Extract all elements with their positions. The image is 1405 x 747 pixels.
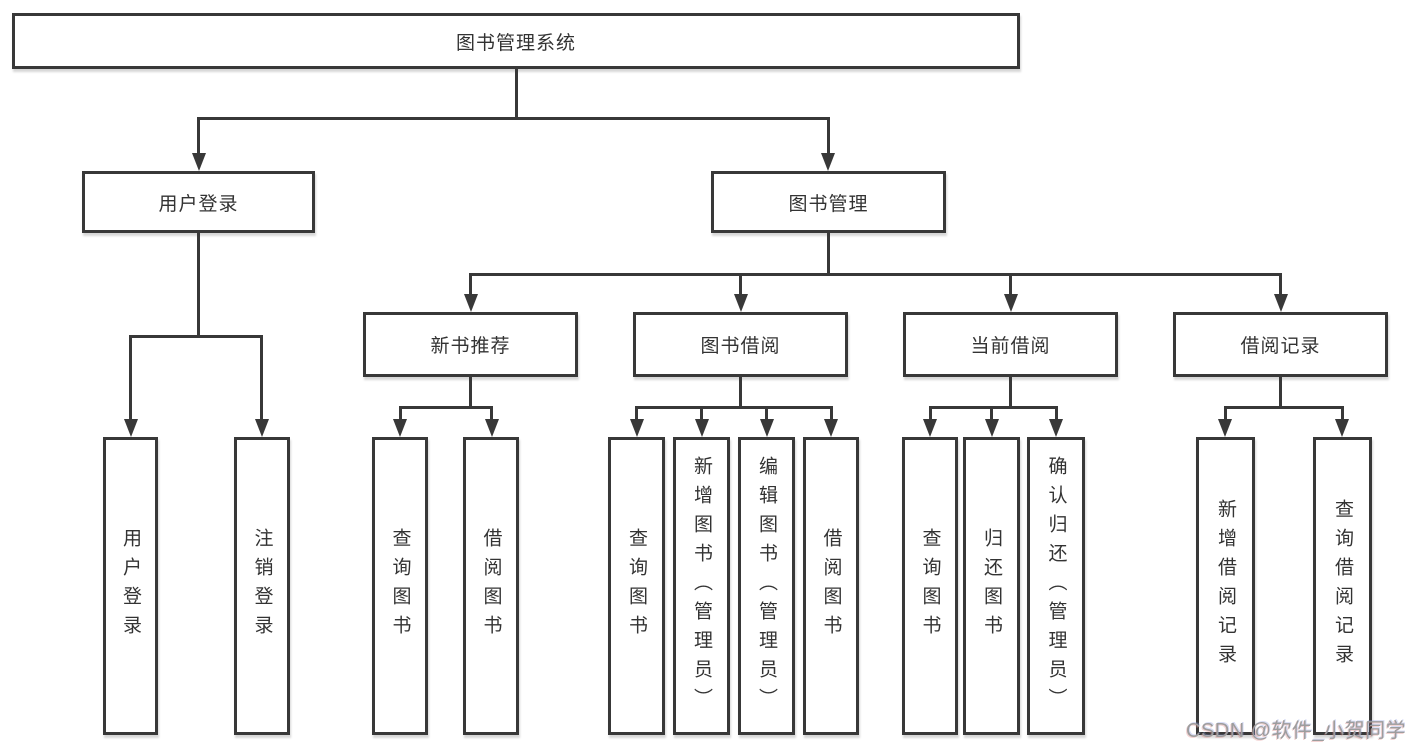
node-label: 新增借阅记录 xyxy=(1215,499,1236,673)
node-user-login: 用户登录 xyxy=(82,171,315,233)
arrowhead-down-icon xyxy=(821,153,835,171)
connector-line xyxy=(197,117,200,154)
connector-line xyxy=(399,406,492,409)
node-book-borrowing: 图书借阅 xyxy=(633,312,848,377)
node-label: 归还图书 xyxy=(981,528,1002,644)
connector-line xyxy=(1279,377,1282,406)
node-label: 查询图书 xyxy=(389,528,411,644)
connector-line xyxy=(827,117,830,154)
connector-line xyxy=(469,273,1282,276)
connector-line xyxy=(830,406,833,420)
node-label: 编辑图书（管理员） xyxy=(756,455,777,717)
connector-line xyxy=(129,335,132,419)
leaf-query-books-current: 查询图书 xyxy=(902,437,958,735)
node-label: 图书管理 xyxy=(788,193,869,215)
connector-line xyxy=(739,377,742,406)
leaf-query-borrow-record: 查询借阅记录 xyxy=(1313,437,1372,735)
leaf-query-books-recommend: 查询图书 xyxy=(372,437,428,735)
leaf-add-borrow-record: 新增借阅记录 xyxy=(1196,437,1255,735)
leaf-borrow-books-recommend: 借阅图书 xyxy=(463,437,519,735)
arrowhead-down-icon xyxy=(485,419,499,437)
arrowhead-down-icon xyxy=(1218,419,1232,437)
node-current-borrowing: 当前借阅 xyxy=(903,312,1118,377)
node-book-management: 图书管理 xyxy=(711,171,946,233)
arrowhead-down-icon xyxy=(824,419,838,437)
node-label: 查询图书 xyxy=(919,528,941,644)
connector-line xyxy=(1009,273,1012,294)
leaf-logout: 注销登录 xyxy=(234,437,290,735)
connector-line xyxy=(490,406,493,420)
node-label: 借阅图书 xyxy=(820,528,842,644)
node-label: 确认归还（管理员） xyxy=(1045,455,1067,717)
connector-line xyxy=(197,117,830,120)
connector-line xyxy=(129,335,263,338)
connector-line xyxy=(515,69,518,117)
arrowhead-down-icon xyxy=(923,419,937,437)
node-label: 借阅图书 xyxy=(480,528,502,644)
connector-line xyxy=(700,406,703,420)
node-label: 新书推荐 xyxy=(430,336,511,357)
arrowhead-down-icon xyxy=(124,419,138,437)
arrowhead-down-icon xyxy=(393,419,407,437)
arrowhead-down-icon xyxy=(985,419,999,437)
node-new-book-recommendation: 新书推荐 xyxy=(363,312,578,377)
connector-line xyxy=(929,406,932,420)
connector-line xyxy=(399,406,402,420)
leaf-return-books: 归还图书 xyxy=(963,437,1020,735)
arrowhead-down-icon xyxy=(1335,419,1349,437)
arrowhead-down-icon xyxy=(695,419,709,437)
node-label: 查询图书 xyxy=(626,528,647,644)
leaf-edit-book-admin: 编辑图书（管理员） xyxy=(738,437,795,735)
leaf-add-book-admin: 新增图书（管理员） xyxy=(673,437,730,735)
connector-line xyxy=(827,233,830,273)
connector-line xyxy=(1341,406,1344,420)
connector-line xyxy=(1055,406,1058,420)
arrowhead-down-icon xyxy=(464,294,478,312)
arrowhead-down-icon xyxy=(1274,294,1288,312)
node-label: 新增图书（管理员） xyxy=(691,455,712,717)
arrowhead-down-icon xyxy=(630,419,644,437)
node-label: 注销登录 xyxy=(251,528,273,644)
node-library-management-system: 图书管理系统 xyxy=(12,13,1020,69)
connector-line xyxy=(765,406,768,420)
node-label: 图书借阅 xyxy=(700,336,781,357)
connector-line xyxy=(739,273,742,294)
arrowhead-down-icon xyxy=(255,419,269,437)
connector-line xyxy=(469,377,472,406)
leaf-confirm-return-admin: 确认归还（管理员） xyxy=(1027,437,1085,735)
leaf-query-books-borrowing: 查询图书 xyxy=(608,437,665,735)
watermark: CSDN @软件_小贺同学 xyxy=(1186,720,1405,742)
arrowhead-down-icon xyxy=(1049,419,1063,437)
connector-line xyxy=(1009,377,1012,406)
node-label: 用户登录 xyxy=(120,528,141,644)
arrowhead-down-icon xyxy=(734,294,748,312)
connector-line xyxy=(635,406,832,409)
connector-line xyxy=(635,406,638,420)
connector-line xyxy=(990,406,993,420)
connector-line xyxy=(197,233,200,335)
node-borrowing-records: 借阅记录 xyxy=(1173,312,1388,377)
arrowhead-down-icon xyxy=(1004,294,1018,312)
arrowhead-down-icon xyxy=(192,153,206,171)
connector-line xyxy=(260,335,263,419)
connector-line xyxy=(469,273,472,294)
connector-line xyxy=(1224,406,1227,420)
connector-line xyxy=(1279,273,1282,294)
connector-line xyxy=(1224,406,1343,409)
node-label: 图书管理系统 xyxy=(455,32,576,54)
leaf-borrow-books: 借阅图书 xyxy=(803,437,859,735)
connector-line xyxy=(929,406,1057,409)
node-label: 借阅记录 xyxy=(1240,336,1321,357)
node-label: 查询借阅记录 xyxy=(1332,499,1353,673)
node-label: 当前借阅 xyxy=(970,336,1051,357)
leaf-user-login: 用户登录 xyxy=(103,437,158,735)
node-label: 用户登录 xyxy=(158,193,239,215)
arrowhead-down-icon xyxy=(760,419,774,437)
